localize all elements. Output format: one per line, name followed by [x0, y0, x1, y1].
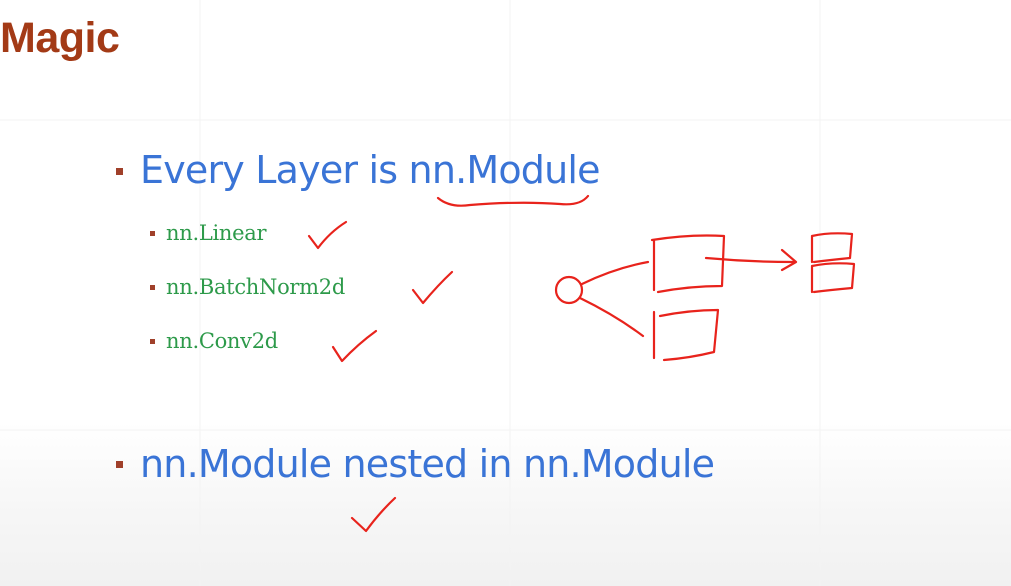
bullet-marker [116, 168, 123, 175]
sub-bullet-marker [150, 285, 155, 290]
slide-title: Magic [0, 14, 120, 62]
bullet-every-layer: Every Layer is nn.Module [140, 148, 601, 192]
sub-item-batchnorm: nn.BatchNorm2d [166, 275, 345, 299]
sub-item-conv: nn.Conv2d [166, 329, 278, 353]
sub-bullet-marker [150, 339, 155, 344]
bullet-marker [116, 461, 123, 468]
sub-item-linear: nn.Linear [166, 221, 267, 245]
sub-bullet-marker [150, 231, 155, 236]
bullet-nested-module: nn.Module nested in nn.Module [140, 442, 715, 486]
